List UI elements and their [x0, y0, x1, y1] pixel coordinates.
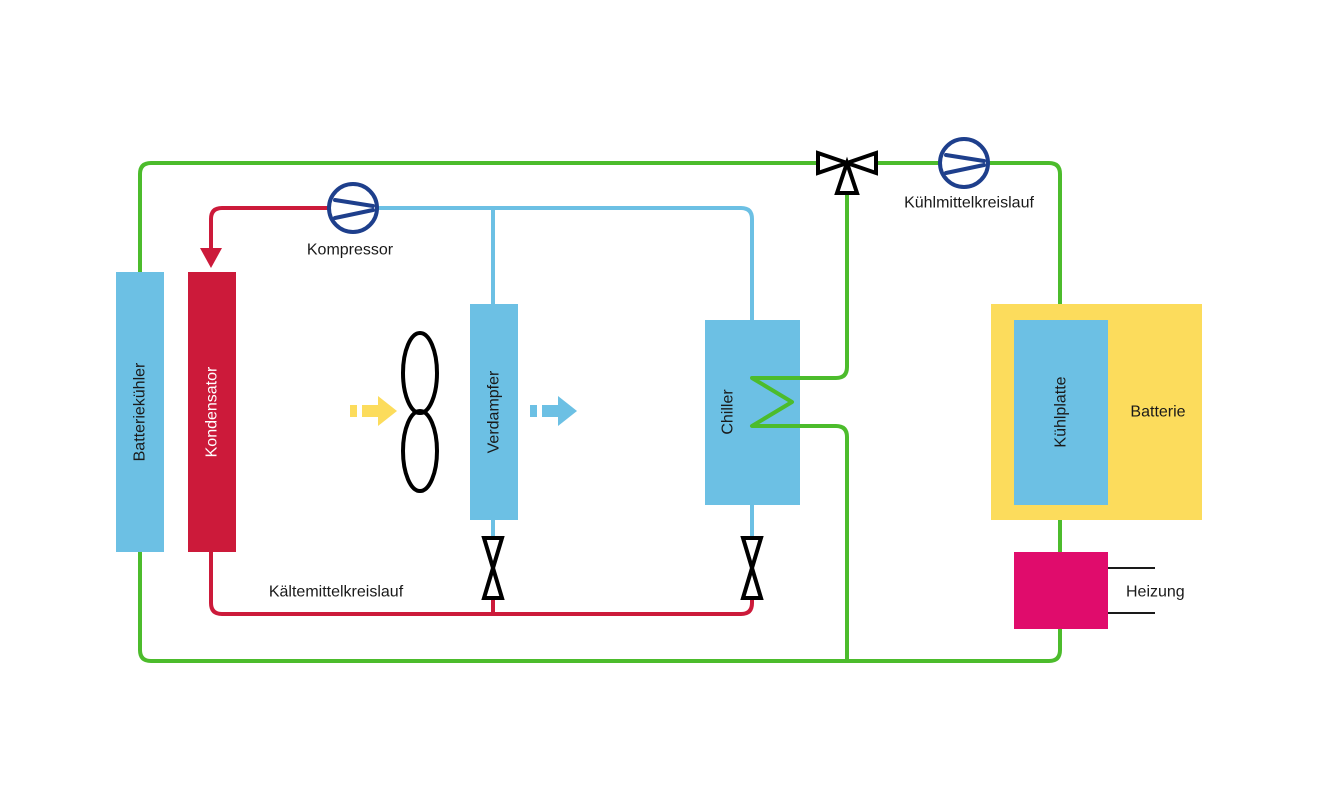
- kuehlplatte-block: [1014, 320, 1108, 505]
- coolant-pipe-bottom: [138, 551, 1062, 663]
- batteriekuehler-block: [116, 272, 164, 552]
- coolant-pipe-valve-chiller: [800, 193, 849, 380]
- kondensator-block: [188, 272, 236, 552]
- kaeltemittelkreislauf-label: Kältemittelkreislauf: [269, 584, 404, 601]
- heizung-block: [1014, 552, 1108, 629]
- kondensator-label: Kondensator: [204, 366, 221, 457]
- kuehlmittelkreislauf-label: Kühlmittelkreislauf: [904, 195, 1034, 212]
- chiller-block: [705, 320, 800, 505]
- valve-icon: [740, 536, 764, 600]
- arrow-right-icon: [350, 396, 397, 426]
- arrow-right-icon: [530, 396, 577, 426]
- arrow-down-icon: [200, 248, 222, 268]
- refrigerant-loop: [209, 206, 754, 616]
- refrigerant-pipe-bottom: [209, 551, 754, 616]
- pump-icon: [938, 137, 990, 189]
- pump-icon: [327, 182, 379, 234]
- three-way-valve-icon: [816, 150, 878, 195]
- chiller-coil-overlay: [750, 376, 800, 428]
- coolant-pipe-top: [138, 161, 818, 272]
- batterie-label: Batterie: [1130, 404, 1185, 421]
- fan-icon: [401, 331, 439, 493]
- coolant-loop: [138, 161, 1062, 663]
- chiller-label: Chiller: [720, 389, 737, 435]
- coolant-pipe-top-right: [876, 161, 1062, 304]
- verdampfer-block: [470, 304, 518, 520]
- heizung-label: Heizung: [1126, 584, 1185, 601]
- coolant-pipe-chiller-return: [800, 424, 849, 661]
- kompressor-label: Kompressor: [307, 242, 394, 259]
- kuehlplatte-label: Kühlplatte: [1053, 376, 1070, 447]
- valve-icon: [481, 536, 505, 600]
- refrigerant-pipe-compressor-condenser: [209, 206, 328, 250]
- verdampfer-label: Verdampfer: [486, 370, 503, 453]
- batteriekuehler-label: Batteriekühler: [132, 362, 149, 461]
- refrigerant-pipe-suction: [378, 206, 754, 320]
